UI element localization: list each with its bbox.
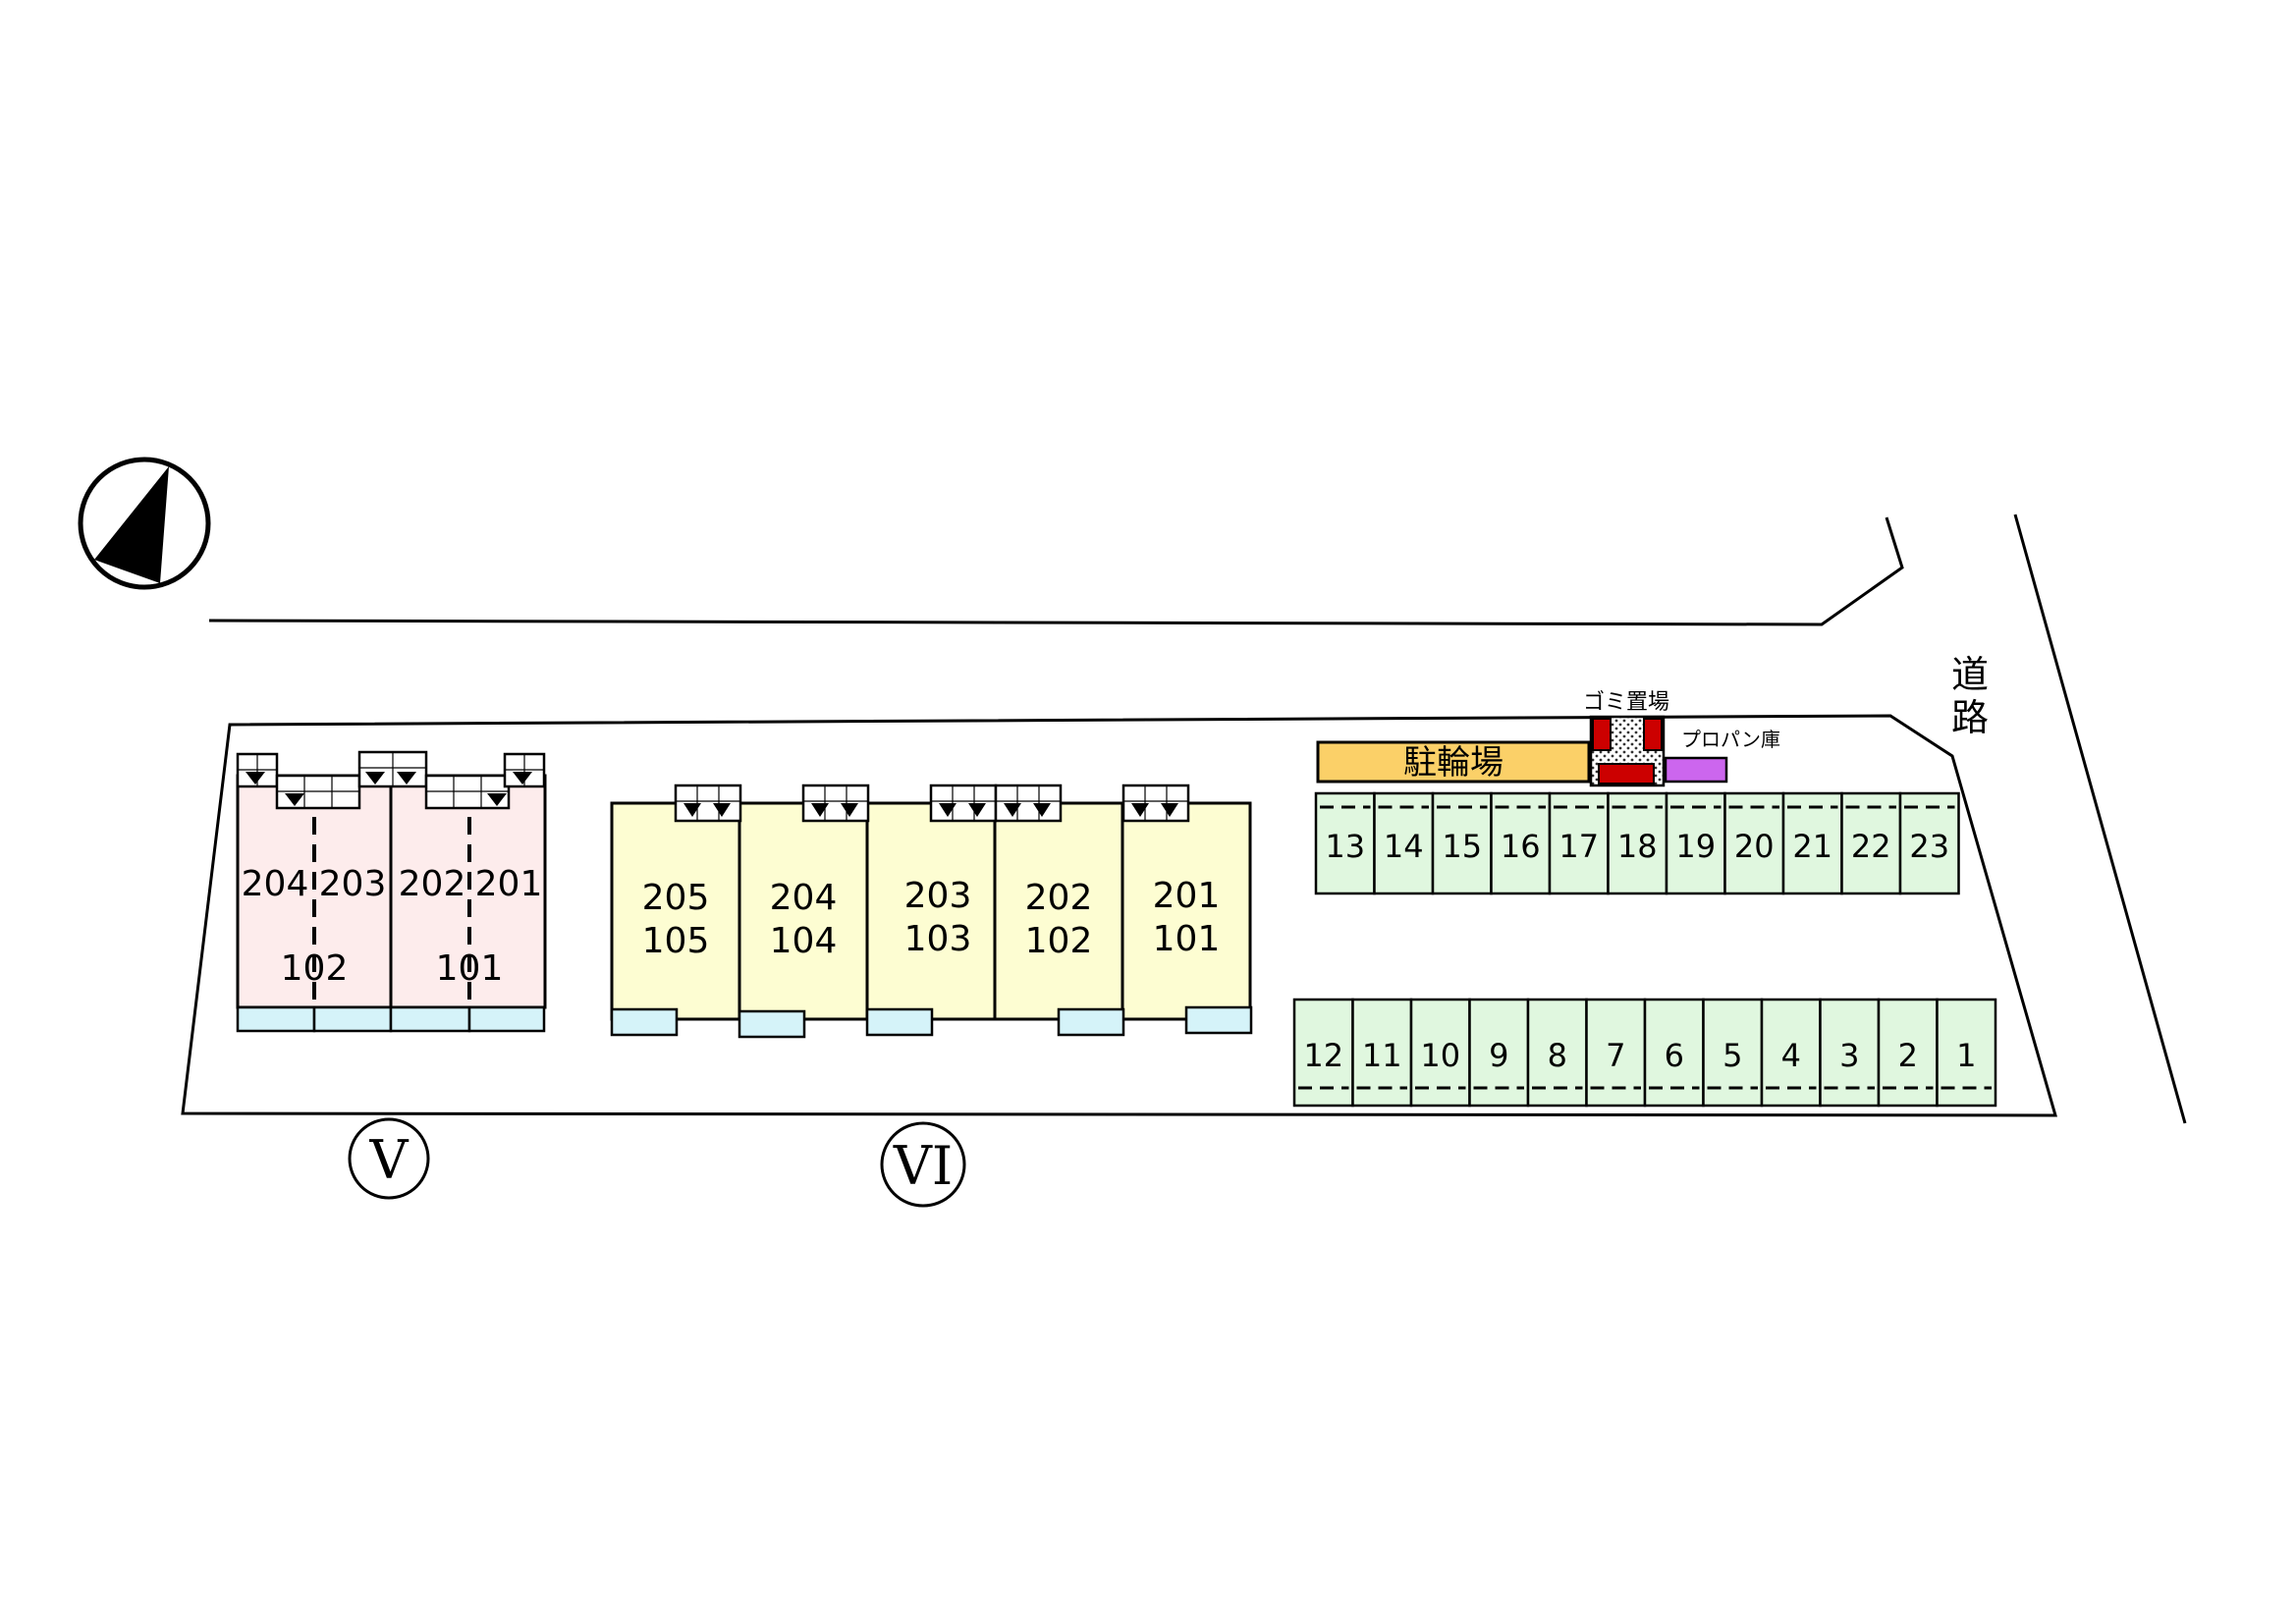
parking-space: 18	[1607, 791, 1668, 895]
parking-space-label: 3	[1839, 1037, 1859, 1074]
parking-space: 15	[1431, 791, 1493, 895]
room-label: 104	[770, 921, 838, 961]
parking-space-label: 15	[1442, 828, 1482, 865]
parking-space-label: 12	[1303, 1037, 1343, 1074]
road-label: 道 路	[1951, 653, 1989, 739]
propane-storage-label: プロパン庫	[1681, 728, 1780, 751]
building-vi: 205 105 204 104 203 103 202 102 201 101	[610, 784, 1253, 1039]
parking-space: 22	[1840, 791, 1902, 895]
parking-space: 13	[1314, 791, 1376, 895]
parking-space-label: 7	[1606, 1037, 1625, 1074]
parking-space: 3	[1819, 998, 1881, 1108]
parking-space: 1	[1936, 998, 1997, 1108]
parking-space: 11	[1351, 998, 1413, 1108]
room-label: 204	[242, 864, 309, 904]
parking-space-label: 14	[1384, 828, 1424, 865]
parking-space-label: 4	[1781, 1037, 1801, 1074]
parking-space: 10	[1409, 998, 1471, 1108]
parking-space: 9	[1468, 998, 1530, 1108]
building-v-label: V	[348, 1117, 430, 1200]
parking-space-label: 20	[1734, 828, 1775, 865]
parking-space: 6	[1643, 998, 1705, 1108]
road-edge-line	[2013, 514, 2187, 1124]
room-label: 205	[642, 878, 710, 918]
parking-space-label: 5	[1722, 1037, 1742, 1074]
parking-space: 20	[1723, 791, 1785, 895]
north-arrow-icon	[78, 457, 211, 590]
building-v: 204 203 202 201 102 101	[236, 750, 547, 1033]
svg-text:道: 道	[1951, 653, 1989, 696]
garbage-area-label: ゴミ置場	[1583, 690, 1669, 715]
room-label: 202	[399, 864, 466, 904]
parking-space: 21	[1781, 791, 1843, 895]
boundary-line-north	[208, 516, 1904, 626]
parking-space-label: 17	[1558, 828, 1599, 865]
parking-space-label: 6	[1665, 1037, 1684, 1074]
room-label: 203	[904, 876, 972, 916]
parking-space: 4	[1760, 998, 1822, 1108]
parking-space-label: 23	[1909, 828, 1949, 865]
parking-space: 12	[1292, 998, 1354, 1108]
parking-space-label: 8	[1548, 1037, 1567, 1074]
room-label: 101	[436, 948, 504, 989]
parking-space-label: 19	[1675, 828, 1716, 865]
building-vi-label: VI	[880, 1121, 966, 1208]
parking-space-label: 9	[1489, 1037, 1508, 1074]
parking-space: 8	[1526, 998, 1588, 1108]
room-label: 201	[1153, 876, 1221, 916]
parking-space: 14	[1373, 791, 1435, 895]
bicycle-parking: 駐輪場	[1316, 740, 1591, 784]
parking-space-label: 2	[1898, 1037, 1918, 1074]
room-label: 103	[904, 919, 972, 959]
svg-text:VI: VI	[893, 1135, 953, 1197]
parking-space: 17	[1548, 791, 1610, 895]
room-label: 105	[642, 921, 710, 961]
svg-text:駐輪場: 駐輪場	[1403, 743, 1503, 783]
parking-space-label: 11	[1362, 1037, 1402, 1074]
room-label: 102	[281, 948, 349, 989]
parking-space-label: 18	[1617, 828, 1658, 865]
parking-space: 16	[1490, 791, 1552, 895]
parking-space: 2	[1877, 998, 1939, 1108]
room-label: 202	[1025, 878, 1093, 918]
parking-row-bottom: 12 11 10 9 8 7 6 5 4 3 2 1	[1292, 998, 1997, 1108]
parking-space: 7	[1585, 998, 1647, 1108]
svg-text:路: 路	[1951, 696, 1989, 739]
parking-space-label: 22	[1851, 828, 1891, 865]
parking-space: 19	[1665, 791, 1726, 895]
parking-space: 23	[1898, 791, 1960, 895]
propane-storage: プロパン庫	[1664, 728, 1780, 784]
parking-space-label: 16	[1501, 828, 1541, 865]
room-label: 102	[1025, 921, 1093, 961]
room-label: 201	[475, 864, 543, 904]
svg-text:V: V	[369, 1129, 410, 1191]
parking-space-label: 13	[1325, 828, 1365, 865]
parking-space: 5	[1702, 998, 1764, 1108]
parking-space-label: 21	[1792, 828, 1832, 865]
parking-row-top: 13 14 15 16 17 18 19 20 21 22 23	[1314, 791, 1960, 895]
parking-space-label: 10	[1420, 1037, 1460, 1074]
room-label: 203	[319, 864, 387, 904]
parking-space-label: 1	[1956, 1037, 1976, 1074]
room-label: 101	[1153, 919, 1221, 959]
garbage-area: ゴミ置場	[1583, 690, 1669, 787]
room-label: 204	[770, 878, 838, 918]
